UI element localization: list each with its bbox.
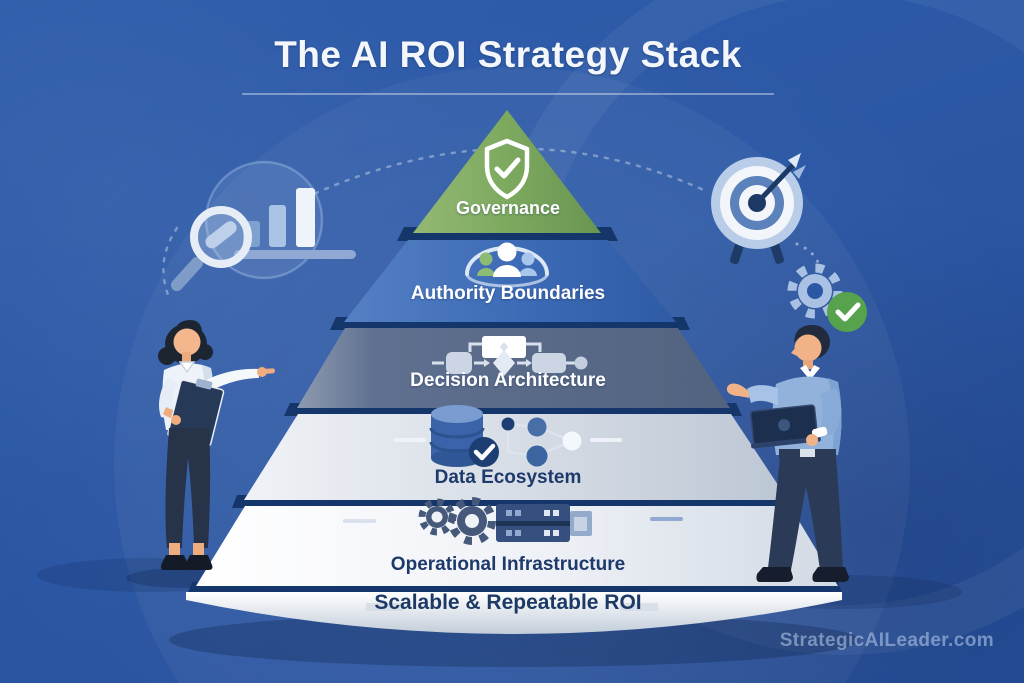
pyramid-layer-data-ecosystem xyxy=(244,414,788,500)
man-illustration xyxy=(726,325,849,582)
base-platform xyxy=(186,592,842,634)
shield-check-icon xyxy=(484,138,530,200)
server-icon xyxy=(496,504,592,542)
dashed-arc-left xyxy=(162,226,179,302)
faint-circle xyxy=(204,160,324,280)
layer-label-decision-architecture: Decision Architecture xyxy=(410,370,606,391)
layer-label-authority-boundaries: Authority Boundaries xyxy=(410,283,606,304)
page-title: The AI ROI Strategy Stack xyxy=(274,34,742,75)
bar-chart-icon xyxy=(234,188,356,259)
pyramid-layer-authority-boundaries xyxy=(344,240,676,322)
layer-label-operational-infrastructure: Operational Infrastructure xyxy=(390,554,626,575)
magnifier-bar-chart-icon xyxy=(170,160,356,292)
gear-check-icon xyxy=(787,263,867,332)
layer-label-governance: Governance xyxy=(455,198,561,218)
magnifier-icon xyxy=(170,206,252,292)
woman-illustration xyxy=(158,320,276,570)
watermark: StrategicAILeader.com xyxy=(779,630,994,651)
pyramid xyxy=(186,110,842,634)
target-dart-icon xyxy=(711,153,806,265)
laptop xyxy=(750,404,821,449)
pyramid-layer-decision-architecture xyxy=(297,328,730,408)
flowchart-icon xyxy=(432,336,588,376)
check-badge-icon xyxy=(827,292,867,332)
gear-icon xyxy=(448,497,496,545)
pyramid-layer-operational-infrastructure xyxy=(196,506,838,586)
layer-label-data-ecosystem: Data Ecosystem xyxy=(434,467,582,488)
gears-server-icon xyxy=(343,497,683,545)
base-label: Scalable & Repeatable ROI xyxy=(374,591,642,614)
people-group-icon xyxy=(465,242,549,288)
database-network-icon xyxy=(394,405,622,467)
title-underline xyxy=(242,93,774,95)
